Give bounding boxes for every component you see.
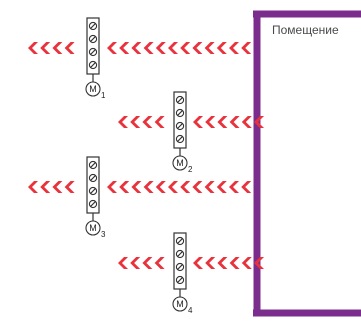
- arrows-layer: [28, 42, 264, 269]
- ventilation-unit: M4: [172, 232, 193, 315]
- ventilation-unit: M2: [172, 91, 193, 174]
- airflow-arrow-icon: [130, 257, 141, 269]
- ventilation-unit: M1: [85, 17, 106, 100]
- airflow-arrow-icon: [64, 181, 75, 193]
- airflow-arrow-icon: [229, 181, 239, 193]
- airflow-arrow-icon: [217, 257, 228, 269]
- motor-icon: [172, 296, 188, 312]
- motor-index: 4: [188, 306, 193, 315]
- airflow-arrow-icon: [154, 257, 165, 269]
- airflow-arrow-icon: [40, 42, 51, 54]
- blade-slash: [90, 49, 96, 55]
- airflow-arrow-icon: [40, 181, 51, 193]
- airflow-arrow-icon: [28, 181, 38, 193]
- airflow-arrow-icon: [154, 116, 165, 128]
- airflow-arrow-icon: [64, 42, 75, 54]
- blade-slash: [90, 201, 96, 207]
- airflow-arrow-icon: [254, 116, 264, 128]
- airflow-arrow-icon: [192, 181, 203, 193]
- airflow-arrow-icon: [254, 257, 264, 269]
- blade-slash: [177, 251, 183, 257]
- airflow-arrow-icon: [130, 116, 141, 128]
- blade-slash: [177, 136, 183, 142]
- blade-slash: [90, 188, 96, 194]
- room-wall: [253, 10, 361, 317]
- blade-slash: [177, 123, 183, 129]
- airflow-arrow-icon: [192, 42, 203, 54]
- motor-letter: M: [89, 84, 97, 94]
- blade-slash: [90, 36, 96, 42]
- airflow-arrow-icon: [204, 42, 215, 54]
- motor-index: 1: [101, 91, 106, 100]
- airflow-arrow-icon: [143, 181, 154, 193]
- blade-slash: [177, 110, 183, 116]
- airflow-arrow-icon: [241, 181, 252, 193]
- motor-icon: [85, 81, 101, 97]
- airflow-arrow-icon: [193, 116, 203, 128]
- blade-slash: [177, 264, 183, 270]
- blade-slash: [90, 175, 96, 181]
- motor-icon: [85, 220, 101, 236]
- airflow-arrow-icon: [142, 116, 153, 128]
- airflow-arrow-icon: [52, 181, 63, 193]
- airflow-arrow-icon: [204, 181, 215, 193]
- airflow-arrow-icon: [205, 257, 216, 269]
- blade-slash: [90, 162, 96, 168]
- motor-letter: M: [89, 223, 97, 233]
- airflow-arrow-icon: [241, 257, 252, 269]
- airflow-arrow-icon: [107, 42, 117, 54]
- airflow-arrow-icon: [131, 181, 142, 193]
- airflow-arrow-icon: [143, 42, 154, 54]
- airflow-arrow-icon: [193, 257, 203, 269]
- motor-letter: M: [176, 299, 184, 309]
- airflow-arrow-icon: [180, 42, 191, 54]
- airflow-arrow-icon: [229, 257, 240, 269]
- airflow-arrow-icon: [142, 257, 153, 269]
- blade-slash: [90, 23, 96, 29]
- airflow-arrow-icon: [205, 116, 216, 128]
- airflow-arrow-icon: [229, 42, 239, 54]
- ventilation-unit: M3: [85, 156, 106, 239]
- motor-index: 3: [101, 230, 106, 239]
- airflow-arrow-icon: [216, 42, 227, 54]
- blade-slash: [177, 97, 183, 103]
- airflow-arrow-icon: [52, 42, 63, 54]
- airflow-arrow-icon: [216, 181, 227, 193]
- airflow-arrow-icon: [217, 116, 228, 128]
- airflow-arrow-icon: [168, 42, 178, 54]
- airflow-arrow-icon: [155, 181, 166, 193]
- room-label: Помещение: [272, 23, 339, 37]
- motor-index: 2: [188, 165, 193, 174]
- airflow-arrow-icon: [28, 42, 38, 54]
- airflow-arrow-icon: [119, 42, 130, 54]
- airflow-arrow-icon: [168, 181, 178, 193]
- blade-slash: [90, 62, 96, 68]
- airflow-arrow-icon: [180, 181, 191, 193]
- motor-letter: M: [176, 158, 184, 168]
- airflow-arrow-icon: [241, 116, 252, 128]
- blade-slash: [177, 238, 183, 244]
- motor-icon: [172, 155, 188, 171]
- airflow-arrow-icon: [107, 181, 117, 193]
- airflow-arrow-icon: [118, 257, 128, 269]
- blade-slash: [177, 277, 183, 283]
- airflow-arrow-icon: [155, 42, 166, 54]
- airflow-arrow-icon: [118, 116, 128, 128]
- airflow-arrow-icon: [229, 116, 240, 128]
- airflow-arrow-icon: [119, 181, 130, 193]
- airflow-arrow-icon: [131, 42, 142, 54]
- airflow-arrow-icon: [241, 42, 252, 54]
